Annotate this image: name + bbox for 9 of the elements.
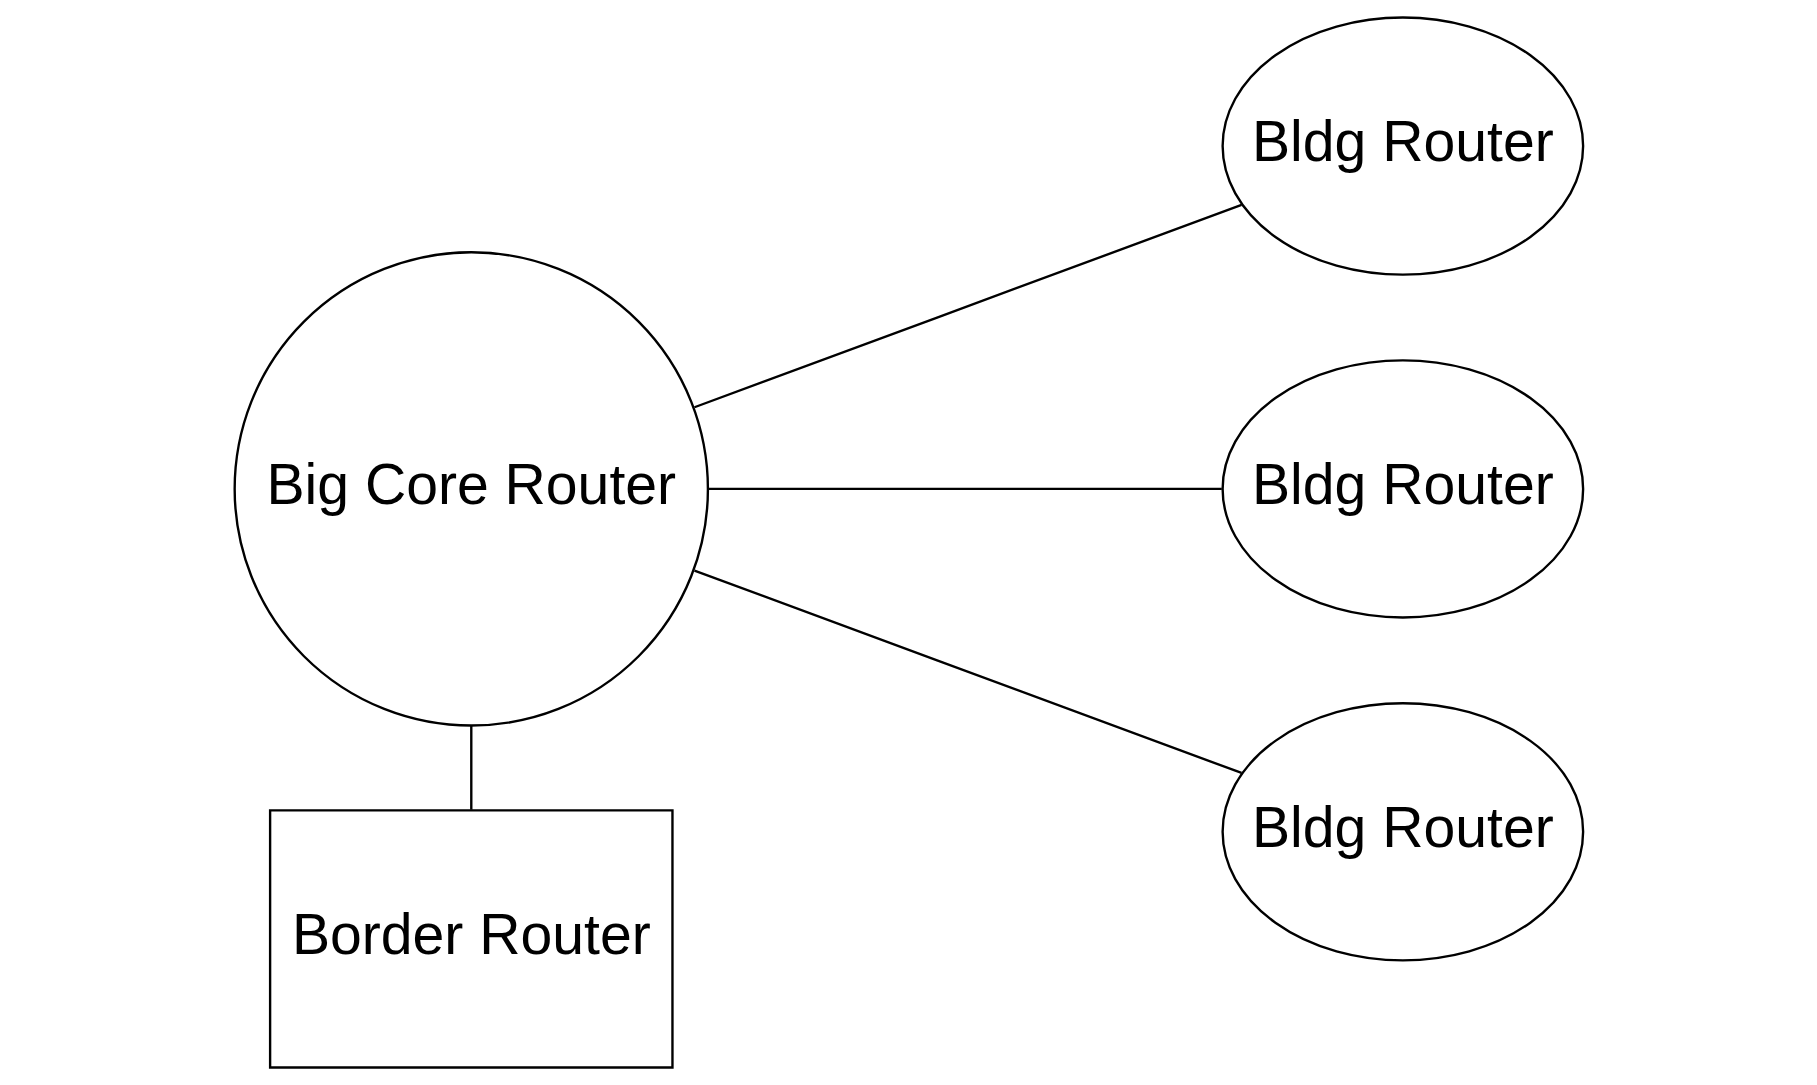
connector [469,725,472,810]
node-circle: Big Core Router [233,251,709,727]
node-ellipse: Bldg Router [1220,702,1584,962]
node-ellipse: Bldg Router [1220,359,1584,619]
connector [707,487,1222,491]
node-ellipse: Bldg Router [1220,16,1584,276]
node-box: Border Router [268,809,674,1069]
connector [693,569,1242,775]
connector [693,203,1242,409]
